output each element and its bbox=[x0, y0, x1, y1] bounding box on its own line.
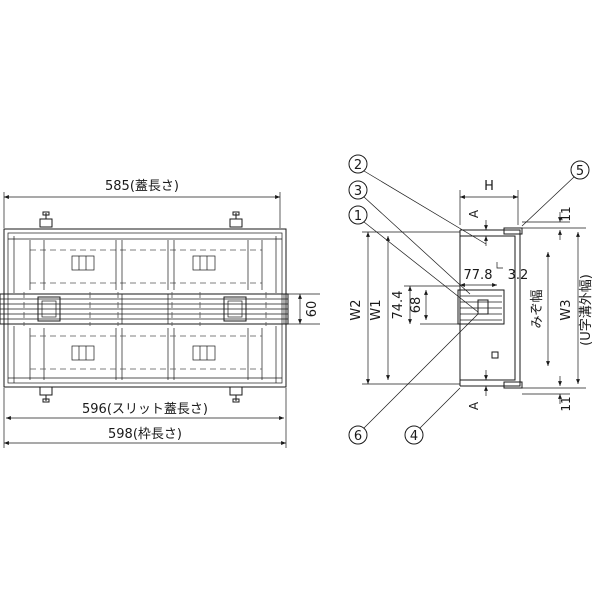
section-view: H A 77.8 3.2 74.4 68 bbox=[348, 154, 594, 445]
top-cover bbox=[8, 236, 282, 293]
dim-11-top-label: 11 bbox=[559, 206, 573, 221]
u-channel-outline bbox=[460, 229, 521, 387]
svg-text:6: 6 bbox=[354, 429, 362, 444]
dim-bottom-2-label: 598(枠長さ) bbox=[108, 427, 182, 442]
label-w3: W3 bbox=[559, 299, 574, 320]
dim-top-label: 585(蓋長さ) bbox=[105, 179, 179, 194]
dim-11-bottom-label: 11 bbox=[559, 396, 573, 411]
dim-68-label: 68 bbox=[409, 297, 424, 314]
plan-view: 585(蓋長さ) bbox=[0, 179, 320, 448]
top-lip bbox=[503, 227, 523, 235]
slit-cover-band bbox=[0, 292, 289, 326]
callout-2: 2 bbox=[348, 154, 487, 245]
callout-1: 1 bbox=[348, 205, 479, 313]
dim-h-label: H bbox=[484, 179, 494, 194]
callout-5: 5 bbox=[521, 160, 590, 227]
dim-3-2-label: 3.2 bbox=[508, 268, 529, 283]
label-groove: みぞ幅 bbox=[530, 289, 545, 328]
bolt-top-right bbox=[229, 211, 243, 228]
callout-6: 6 bbox=[348, 313, 479, 445]
slit-grating bbox=[457, 289, 505, 359]
dim-74-4-label: 74.4 bbox=[391, 291, 406, 320]
dim-bottom-1-label: 596(スリット蓋長さ) bbox=[82, 402, 208, 417]
label-outer: (U字溝外幅) bbox=[579, 274, 594, 346]
bolt-top-left bbox=[39, 211, 53, 228]
svg-text:4: 4 bbox=[410, 429, 418, 444]
label-w1: W1 bbox=[369, 299, 384, 320]
svg-text:2: 2 bbox=[354, 158, 362, 173]
bolt-bottom-right bbox=[229, 386, 243, 403]
dim-right-label: 60 bbox=[305, 301, 320, 318]
svg-text:5: 5 bbox=[576, 164, 584, 179]
bolt-bottom-left bbox=[39, 386, 53, 403]
dim-a-top-label: A bbox=[467, 209, 481, 218]
callout-4: 4 bbox=[404, 387, 461, 445]
dim-a-bottom-label: A bbox=[467, 401, 481, 410]
bottom-cover bbox=[8, 326, 282, 383]
svg-text:3: 3 bbox=[354, 184, 362, 199]
frame-outline bbox=[3, 228, 287, 388]
dim-77-8-label: 77.8 bbox=[464, 268, 493, 283]
bottom-lip bbox=[503, 381, 523, 389]
frame-inner-outline bbox=[7, 232, 283, 384]
callout-3: 3 bbox=[348, 180, 471, 295]
label-w2: W2 bbox=[349, 299, 364, 320]
svg-text:1: 1 bbox=[354, 209, 362, 224]
